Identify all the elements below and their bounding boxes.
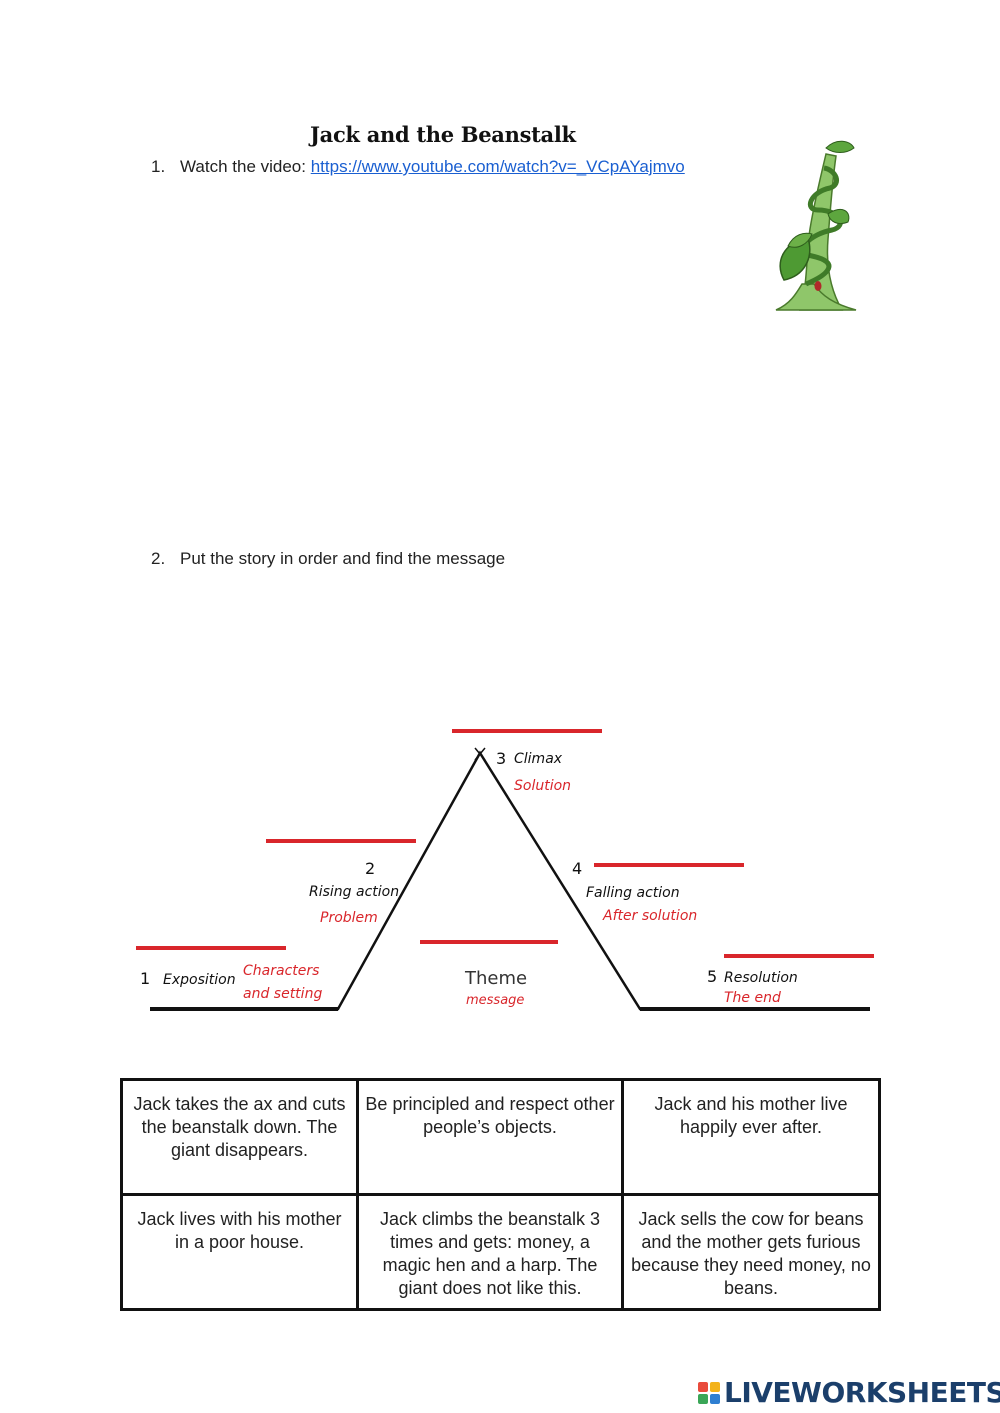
climax-number: 3: [496, 749, 506, 768]
video-link[interactable]: https://www.youtube.com/watch?v=_VCpAYaj…: [310, 157, 685, 176]
exposition-label: Exposition: [163, 972, 236, 988]
climax-hint: Solution: [514, 778, 571, 794]
question-2-number: 2.: [151, 549, 166, 568]
falling-label: Falling action: [586, 885, 680, 901]
resolution-hint: The end: [724, 990, 781, 1006]
story-cards-table: Jack takes the ax and cuts the beanstalk…: [120, 1078, 881, 1311]
table-row: Jack lives with his mother in a poor hou…: [120, 1193, 881, 1311]
rising-label: Rising action: [309, 884, 399, 900]
story-card[interactable]: Jack sells the cow for beans and the mot…: [621, 1193, 881, 1311]
story-card[interactable]: Be principled and respect other people’s…: [356, 1078, 624, 1196]
beanstalk-illustration: [775, 140, 857, 311]
table-row: Jack takes the ax and cuts the beanstalk…: [120, 1078, 881, 1196]
logo-mark-icon: [698, 1381, 720, 1404]
rising-hint: Problem: [320, 910, 378, 926]
plot-diagram: 3 Climax Solution 2 Rising action Proble…: [136, 729, 874, 1011]
exposition-number: 1: [140, 969, 150, 988]
exposition-hint-2: and setting: [243, 986, 322, 1002]
story-card[interactable]: Jack takes the ax and cuts the beanstalk…: [120, 1078, 359, 1196]
peak-x-mark: [474, 747, 486, 761]
question-1-text: Watch the video:: [180, 157, 311, 176]
climax-label: Climax: [514, 751, 563, 767]
question-1-number: 1.: [151, 157, 166, 176]
exposition-hint-1: Characters: [243, 963, 319, 979]
question-1: 1. Watch the video: https://www.youtube.c…: [151, 157, 685, 177]
story-card[interactable]: Jack lives with his mother in a poor hou…: [120, 1193, 359, 1311]
rising-number: 2: [365, 859, 375, 878]
logo-wordmark: LIVEWORKSHEETS: [724, 1376, 1000, 1409]
resolution-number: 5: [707, 967, 717, 986]
liveworksheets-logo: LIVEWORKSHEETS: [698, 1376, 1000, 1409]
question-2-text: Put the story in order and find the mess…: [180, 549, 506, 568]
resolution-label: Resolution: [724, 970, 798, 986]
theme-label: Theme: [464, 968, 527, 989]
falling-hint: After solution: [602, 908, 697, 924]
question-2: 2. Put the story in order and find the me…: [151, 549, 505, 569]
story-card[interactable]: Jack and his mother live happily ever af…: [621, 1078, 881, 1196]
worksheet-title: Jack and the Beanstalk: [310, 122, 576, 147]
falling-number: 4: [572, 859, 582, 878]
story-card[interactable]: Jack climbs the beanstalk 3 times and ge…: [356, 1193, 624, 1311]
theme-hint: message: [466, 993, 524, 1008]
